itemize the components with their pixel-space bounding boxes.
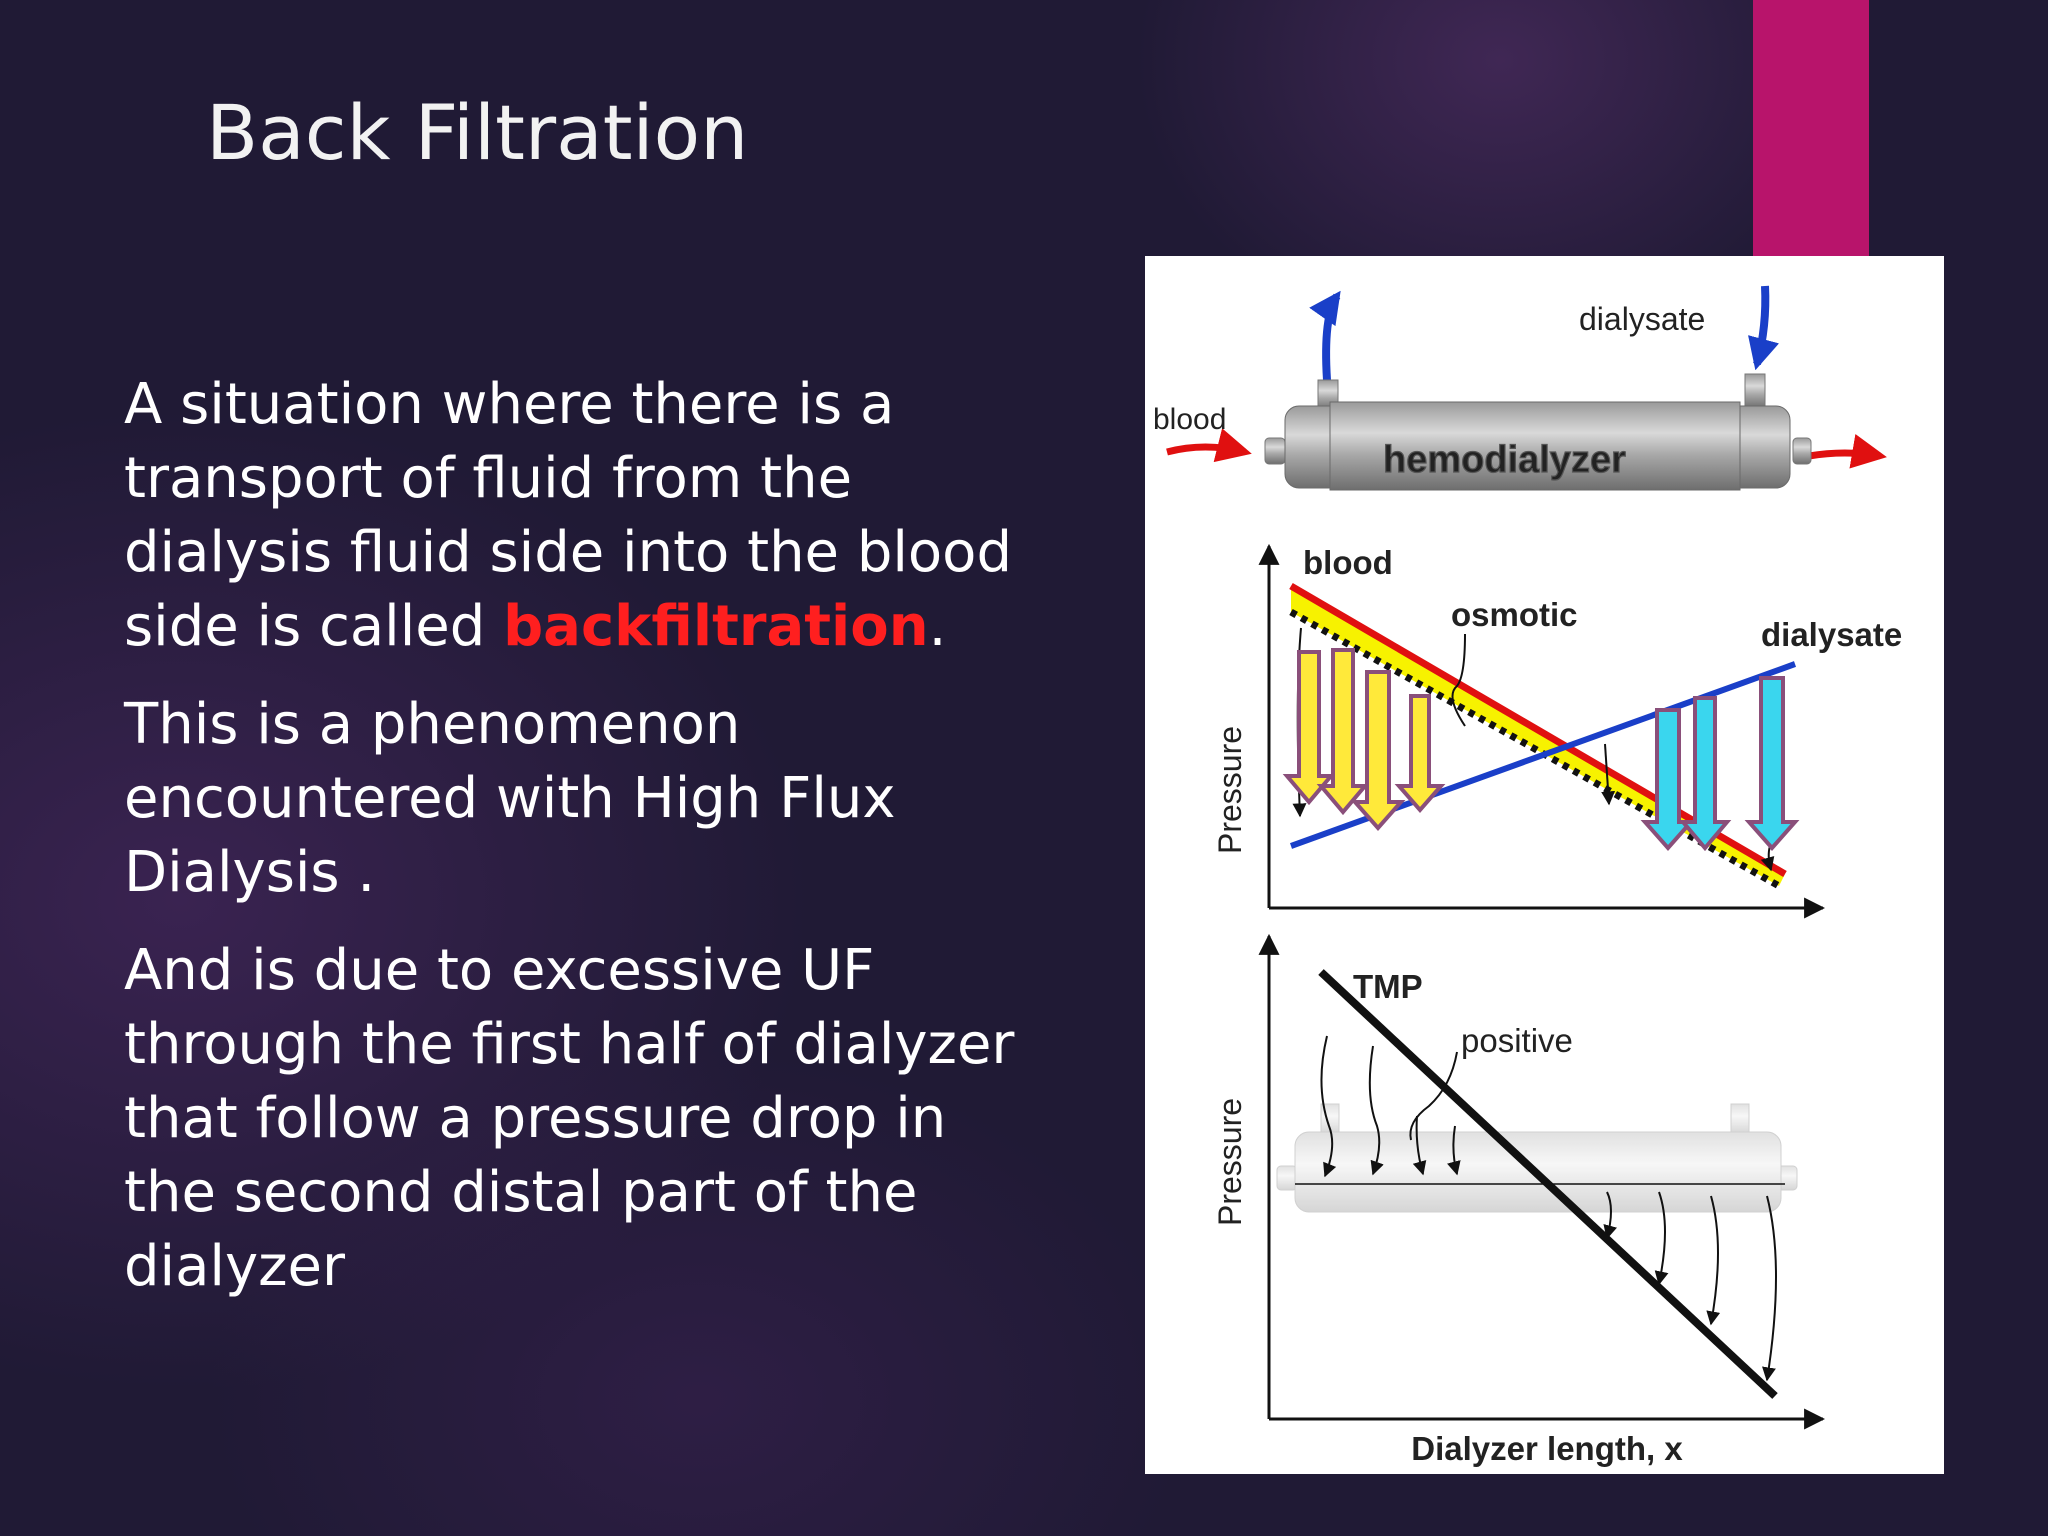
bottom-plot-ylabel: Pressure [1212,1098,1248,1226]
tmp-plot: Pressure [1212,933,1826,1467]
dialysate-outlet-arrow [1309,290,1341,381]
pressure-profile-plot: Pressure [1212,543,1902,919]
device-label: hemodialyzer [1383,439,1626,481]
bottom-plot-xlabel: Dialyzer length, x [1411,1430,1683,1467]
backfiltration-figure: hemodialyzer blood dialysate Pressure [1145,256,1944,1474]
blood-inlet-label: blood [1153,403,1226,436]
cyan-flux-arrows [1640,676,1800,852]
definition-period: . [928,594,947,659]
top-plot-blood-label: blood [1303,544,1393,581]
tmp-label: TMP [1353,968,1423,1005]
body-text: A situation where there is a transport o… [124,368,1024,1328]
top-plot-dialysate-label: dialysate [1761,616,1902,653]
top-plot-ylabel: Pressure [1212,726,1248,854]
slide-title: Back Filtration [206,88,749,177]
dialysate-inlet-arrow [1748,285,1779,371]
paragraph-high-flux: This is a phenomenon encountered with Hi… [124,692,896,905]
tmp-line [1318,969,1778,1399]
backfiltration-highlight: backfiltration [503,594,929,659]
faded-dialyzer [1276,1103,1798,1213]
yellow-flux-arrows [1282,648,1446,832]
dialysate-inlet-label: dialysate [1579,301,1705,337]
blood-inlet-arrow [1166,428,1252,463]
accent-bar [1753,0,1869,256]
paragraph-cause: And is due to excessive UF through the f… [124,938,1015,1299]
figure-svg: hemodialyzer blood dialysate Pressure [1153,285,1902,1467]
blood-outlet-arrow [1808,434,1887,469]
positive-label: positive [1461,1022,1573,1059]
definition-text: A situation where there is a transport o… [124,372,1012,659]
hemodialyzer-device: hemodialyzer blood dialysate [1153,285,1887,491]
flux-arrows [1320,1035,1777,1382]
osmotic-label: osmotic [1451,596,1578,633]
paragraph-definition: A situation where there is a transport o… [124,368,1024,664]
